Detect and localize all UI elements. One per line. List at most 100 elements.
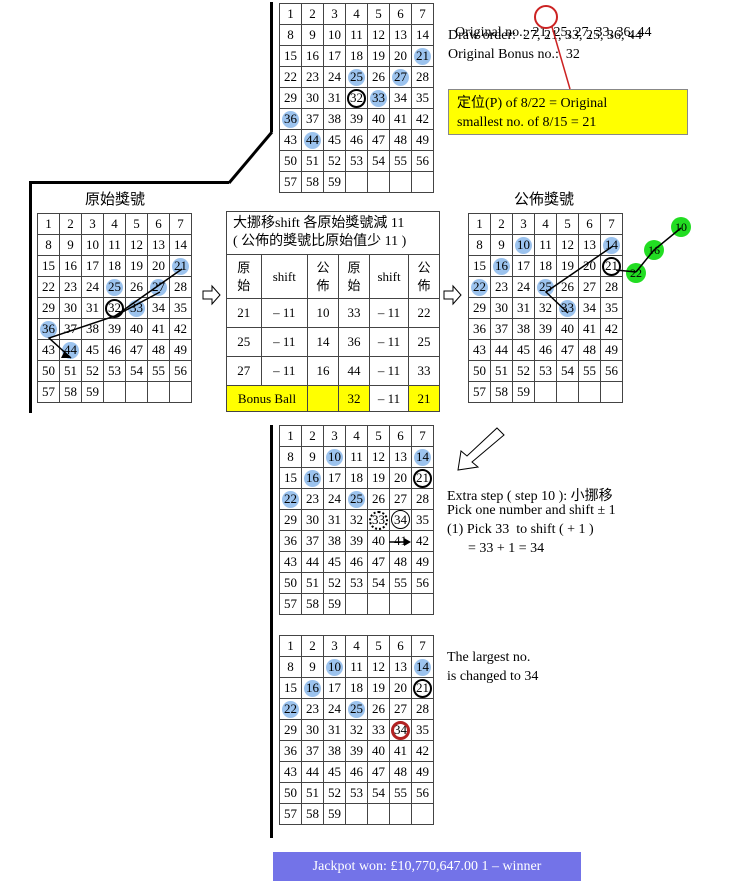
cell-number: 57	[284, 596, 297, 611]
grid-cell: 55	[147, 360, 170, 382]
cell-number: 34	[394, 90, 407, 105]
grid-cell: 58	[301, 171, 324, 193]
grid-cell: 14	[411, 656, 434, 678]
grid-cell: 18	[345, 467, 368, 489]
cell-number: 39	[350, 111, 363, 126]
position-note-line2: smallest no. of 8/15 = 21	[457, 115, 597, 130]
grid-cell: 36	[279, 530, 302, 552]
cell-number: 6	[397, 6, 404, 21]
grid-cell: 47	[556, 339, 579, 361]
cell-number: 2	[309, 428, 316, 443]
cell-number: 13	[152, 237, 165, 252]
grid-cell: 30	[59, 297, 82, 319]
grid-cell: 32	[345, 509, 368, 531]
cell-number: 20	[152, 258, 165, 273]
grid-cell: 15	[279, 677, 302, 699]
cell-number: 15	[473, 258, 486, 273]
grid-cell: 46	[345, 129, 368, 151]
grid-cell: 39	[345, 530, 368, 552]
cell-number: 27	[394, 69, 407, 84]
grid-cell: 18	[345, 677, 368, 699]
grid-cell: 51	[59, 360, 82, 382]
cell-number: 43	[284, 764, 297, 779]
cell-number: 16	[306, 48, 319, 63]
cell-number: 36	[284, 743, 297, 758]
cell-number: 24	[86, 279, 99, 294]
cell-number: 24	[328, 69, 341, 84]
cell-number: 50	[284, 575, 297, 590]
grid-cell: 9	[301, 656, 324, 678]
grid-cell: 8	[279, 446, 302, 468]
cell-number: 26	[372, 69, 385, 84]
top-divider-line	[270, 2, 273, 132]
grid-cell: 42	[169, 318, 192, 340]
cell-number: 31	[328, 722, 341, 737]
grid-cell: 10	[323, 446, 346, 468]
grid-cell: 45	[512, 339, 535, 361]
shift-cell: 25	[408, 327, 440, 357]
shift-cell: – 11	[369, 327, 409, 357]
bottom-divider-line	[270, 425, 273, 838]
cell-number: 49	[605, 342, 618, 357]
cell-number: 52	[328, 575, 341, 590]
empty-cell	[389, 171, 412, 193]
position-note-box: 定位(P) of 8/22 = Original smallest no. of…	[448, 89, 688, 135]
grid-cell: 19	[125, 255, 148, 277]
grid-cell: 9	[301, 446, 324, 468]
cell-number: 31	[328, 512, 341, 527]
grid-cell: 38	[323, 740, 346, 762]
grid-cell: 28	[411, 488, 434, 510]
grid-cell: 3	[323, 3, 346, 25]
cell-number: 45	[328, 764, 341, 779]
cell-number: 55	[394, 785, 407, 800]
cell-number: 6	[397, 638, 404, 653]
cell-number: 17	[328, 48, 341, 63]
cell-number: 18	[350, 470, 363, 485]
grid-cell: 33	[367, 719, 390, 741]
grid-cell: 9	[301, 24, 324, 46]
shift-header-cell: shift	[260, 254, 309, 299]
grid-cell: 58	[301, 803, 324, 825]
cell-number: 17	[328, 680, 341, 695]
grid-cell: 35	[411, 87, 434, 109]
empty-cell	[411, 171, 434, 193]
grid-cell: 26	[367, 66, 390, 88]
highlight-dot	[282, 490, 299, 508]
grid-cell: 21	[411, 467, 434, 489]
cell-number: 37	[306, 743, 319, 758]
grid-cell: 37	[59, 318, 82, 340]
cell-number: 4	[353, 428, 360, 443]
highlight-dot	[304, 131, 321, 149]
shift-title-line2: ( 公佈的獎號比原始值少 11 )	[233, 234, 407, 249]
cell-number: 21	[174, 258, 187, 273]
cell-number: 5	[133, 216, 140, 231]
grid-cell: 7	[411, 425, 434, 447]
grid-cell: 21	[169, 255, 192, 277]
cell-number: 45	[86, 342, 99, 357]
grid-cell: 38	[81, 318, 104, 340]
cell-number: 35	[416, 512, 429, 527]
grid-cell: 26	[125, 276, 148, 298]
cell-number: 34	[152, 300, 165, 315]
cell-number: 36	[284, 111, 297, 126]
grid-cell: 29	[37, 297, 60, 319]
grid-cell: 11	[534, 234, 557, 256]
cell-number: 2	[309, 6, 316, 21]
cell-number: 48	[152, 342, 165, 357]
cell-number: 42	[416, 111, 429, 126]
grid-cell: 49	[600, 339, 623, 361]
cell-number: 19	[372, 48, 385, 63]
cell-number: 26	[130, 279, 143, 294]
grid-cell: 36	[279, 108, 302, 130]
grid-cell: 4	[103, 213, 126, 235]
empty-cell	[367, 803, 390, 825]
cell-number: 3	[89, 216, 96, 231]
cell-number: 17	[86, 258, 99, 273]
cell-number: 41	[583, 321, 596, 336]
cell-number: 20	[583, 258, 596, 273]
grid-cell: 54	[125, 360, 148, 382]
cell-number: 19	[130, 258, 143, 273]
cell-number: 18	[108, 258, 121, 273]
grid-cell: 31	[323, 509, 346, 531]
cell-number: 59	[328, 596, 341, 611]
